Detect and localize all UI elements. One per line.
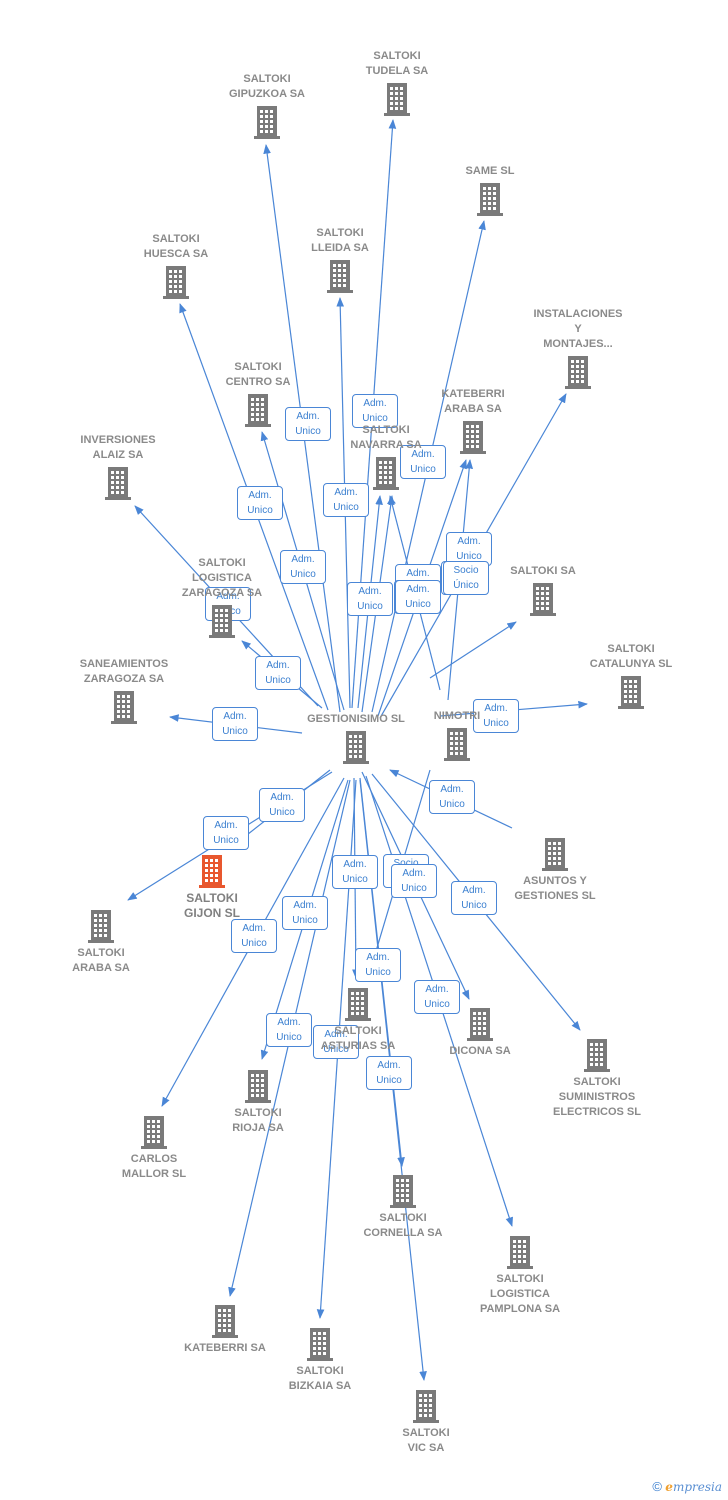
edge-label[interactable]: Adm. Unico <box>282 896 328 930</box>
node-label-gijon[interactable]: SALTOKI GIJON SL <box>183 891 240 920</box>
edge-label[interactable]: Adm. Unico <box>212 707 258 741</box>
building-icon[interactable] <box>302 1326 338 1362</box>
building-icon[interactable] <box>240 1068 276 1104</box>
building-icon[interactable] <box>537 836 573 872</box>
edge-label[interactable]: Adm. Unico <box>400 445 446 479</box>
edge-label[interactable]: Adm. Unico <box>451 881 497 915</box>
node-label-saneamientos[interactable]: SANEAMIENTOS ZARAGOZA SA <box>79 658 169 685</box>
building-icon[interactable] <box>408 1388 444 1424</box>
node-label-tudela[interactable]: SALTOKI TUDELA SA <box>365 50 429 77</box>
node-label-dicona[interactable]: DICONA SA <box>449 1045 511 1057</box>
node-label-suministros[interactable]: SALTOKI SUMINISTROS ELECTRICOS SL <box>552 1076 641 1118</box>
node-label-carlos[interactable]: CARLOS MALLOR SL <box>121 1153 187 1180</box>
building-icon[interactable] <box>613 674 649 710</box>
edge-label[interactable]: Adm. Unico <box>255 656 301 690</box>
node-label-asturias[interactable]: SALTOKI ASTURIAS SA <box>320 1025 396 1052</box>
node-label-same[interactable]: SAME SL <box>465 165 515 177</box>
building-icon[interactable] <box>240 392 276 428</box>
edge-label[interactable]: Adm. Unico <box>259 788 305 822</box>
edge-label[interactable]: Adm. Unico <box>237 486 283 520</box>
building-icon[interactable] <box>136 1114 172 1150</box>
building-icon[interactable] <box>249 104 285 140</box>
node-label-araba[interactable]: SALTOKI ARABA SA <box>72 947 130 974</box>
edge-label[interactable]: Adm. Unico <box>446 532 492 566</box>
node-label-kateberri[interactable]: KATEBERRI SA <box>184 1342 266 1354</box>
empresia-logo[interactable]: empresia <box>665 1480 722 1494</box>
building-icon[interactable] <box>194 853 230 889</box>
edge-label[interactable]: Adm. Unico <box>347 582 393 616</box>
node-label-inversiones[interactable]: INVERSIONES ALAIZ SA <box>80 434 156 461</box>
building-icon[interactable] <box>322 258 358 294</box>
edge-label[interactable]: Adm. Unico <box>313 1025 359 1059</box>
building-icon[interactable] <box>204 603 240 639</box>
building-icon[interactable] <box>368 455 404 491</box>
node-label-logistica_pamplona[interactable]: SALTOKI LOGISTICA PAMPLONA SA <box>479 1273 561 1315</box>
building-icon[interactable] <box>207 1303 243 1339</box>
edge-label[interactable]: Adm. Unico <box>266 1013 312 1047</box>
building-icon[interactable] <box>379 81 415 117</box>
node-label-saltoki_sa[interactable]: SALTOKI SA <box>510 565 576 577</box>
node-label-asuntos[interactable]: ASUNTOS Y GESTIONES SL <box>514 875 596 902</box>
edge-label[interactable]: Adm. Unico <box>473 699 519 733</box>
node-label-logistica_zaragoza[interactable]: SALTOKI LOGISTICA ZARAGOZA SA <box>181 557 263 599</box>
node-label-instalaciones[interactable]: INSTALACIONES Y MONTAJES... <box>533 308 623 350</box>
building-icon[interactable] <box>158 264 194 300</box>
building-icon[interactable] <box>455 419 491 455</box>
node-label-nimotri[interactable]: NIMOTRI <box>433 710 481 722</box>
building-icon[interactable] <box>100 465 136 501</box>
edge-label[interactable]: Adm. Unico <box>366 1056 412 1090</box>
node-label-navarra[interactable]: SALTOKI NAVARRA SA <box>350 424 422 451</box>
edge-label[interactable]: Adm. Unico <box>414 980 460 1014</box>
building-icon[interactable] <box>83 908 119 944</box>
edge-center-to-saltoki_sa <box>429 621 517 679</box>
edge-label[interactable]: Adm. Unico <box>391 864 437 898</box>
building-icon[interactable] <box>462 1006 498 1042</box>
edge-label[interactable]: Adm. Unico <box>352 394 398 428</box>
edge-label[interactable]: Adm. Unico <box>285 407 331 441</box>
building-icon[interactable] <box>472 181 508 217</box>
node-label-cornella[interactable]: SALTOKI CORNELLA SA <box>363 1212 443 1239</box>
footer-brand: © empresia <box>652 1479 722 1494</box>
building-icon[interactable] <box>439 726 475 762</box>
node-label-center[interactable]: GESTIONISIMO SL <box>307 713 405 725</box>
node-label-bizkaia[interactable]: SALTOKI BIZKAIA SA <box>288 1365 352 1392</box>
edge-label[interactable]: Socio Único <box>443 561 489 595</box>
edge-label[interactable]: Adm. Unico <box>280 550 326 584</box>
edge-label[interactable]: Adm. Unico <box>429 780 475 814</box>
edge-label[interactable]: Adm. Unico <box>332 855 378 889</box>
edge-label[interactable]: Adm. Unico <box>395 580 441 614</box>
node-label-lleida[interactable]: SALTOKI LLEIDA SA <box>311 227 369 254</box>
node-label-catalunya[interactable]: SALTOKI CATALUNYA SL <box>589 643 673 670</box>
node-label-huesca[interactable]: SALTOKI HUESCA SA <box>143 233 209 260</box>
building-icon[interactable] <box>579 1037 615 1073</box>
building-icon[interactable] <box>106 689 142 725</box>
edge-label[interactable]: Adm. Unico <box>203 816 249 850</box>
building-icon[interactable] <box>340 986 376 1022</box>
building-icon[interactable] <box>338 729 374 765</box>
node-label-gipuzkoa[interactable]: SALTOKI GIPUZKOA SA <box>229 73 305 100</box>
edge-label[interactable]: Adm. Unico <box>355 948 401 982</box>
node-label-kateberri_araba[interactable]: KATEBERRI ARABA SA <box>441 388 505 415</box>
edge-label[interactable]: Adm. Unico <box>323 483 369 517</box>
copyright-symbol: © <box>652 1479 662 1494</box>
node-label-centro[interactable]: SALTOKI CENTRO SA <box>225 361 291 388</box>
building-icon[interactable] <box>525 581 561 617</box>
node-label-rioja[interactable]: SALTOKI RIOJA SA <box>232 1107 284 1134</box>
edge-label[interactable]: Adm. Unico <box>231 919 277 953</box>
node-label-vic[interactable]: SALTOKI VIC SA <box>402 1427 450 1454</box>
building-icon[interactable] <box>560 354 596 390</box>
building-icon[interactable] <box>502 1234 538 1270</box>
building-icon[interactable] <box>385 1173 421 1209</box>
